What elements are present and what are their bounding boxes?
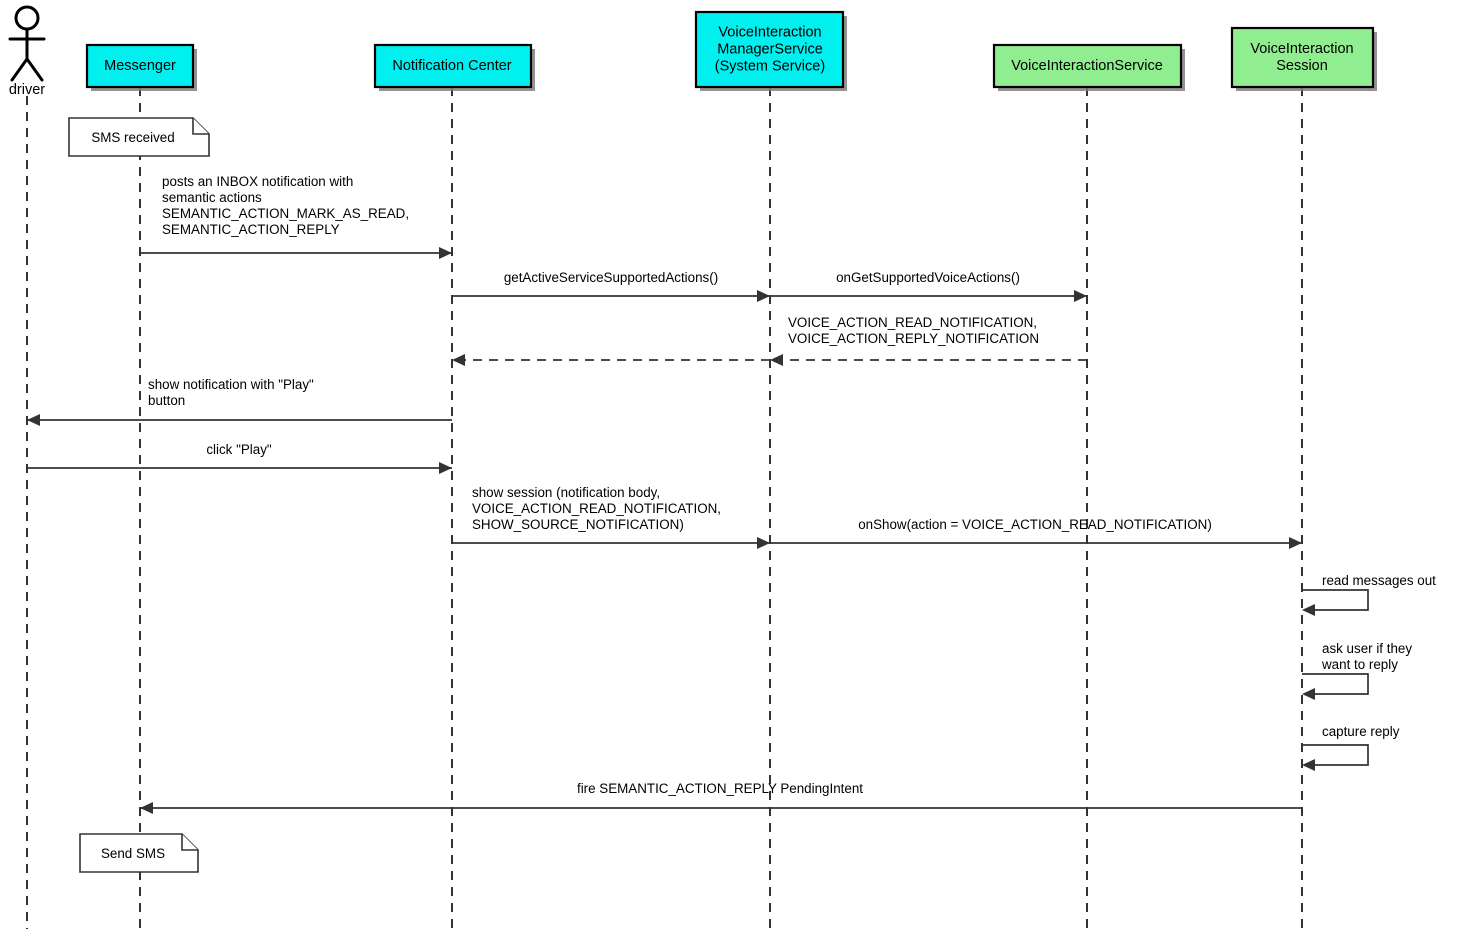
actor-body-icon bbox=[8, 27, 46, 82]
message-label: onGetSupportedVoiceActions() bbox=[836, 270, 1020, 285]
participant-voice-interaction-service[interactable]: VoiceInteractionService bbox=[992, 43, 1185, 91]
note-note-send-sms: Send SMS bbox=[79, 833, 199, 873]
participant-box bbox=[694, 10, 845, 89]
self-message-arrowhead-icon bbox=[1302, 604, 1315, 616]
self-message-line bbox=[1302, 589, 1369, 611]
note-note-sms-received: SMS received bbox=[68, 117, 210, 157]
message-msg-show-notification-with-play-button[interactable]: show notification with "Play"button bbox=[27, 377, 452, 426]
message-label: show session (notification body, bbox=[472, 485, 660, 500]
message-arrowhead-icon bbox=[27, 414, 40, 426]
note-label: Send SMS bbox=[101, 846, 165, 861]
self-message-line bbox=[1302, 673, 1369, 695]
message-msg-on-get-supported-voice-actions[interactable]: onGetSupportedVoiceActions() bbox=[770, 270, 1087, 302]
participant-label: VoiceInteraction bbox=[718, 24, 821, 40]
message-label: posts an INBOX notification with bbox=[162, 174, 353, 189]
participant-label: VoiceInteraction bbox=[1250, 41, 1353, 57]
actor-label: driver bbox=[9, 82, 45, 98]
participant-box bbox=[992, 43, 1183, 89]
message-label: SHOW_SOURCE_NOTIFICATION) bbox=[472, 517, 684, 532]
message-msg-return-voice-actions-to-vims[interactable]: VOICE_ACTION_READ_NOTIFICATION,VOICE_ACT… bbox=[770, 315, 1087, 366]
message-label: button bbox=[148, 393, 185, 408]
message-arrowhead-icon bbox=[757, 537, 770, 549]
note-body bbox=[79, 833, 199, 873]
message-label: VOICE_ACTION_READ_NOTIFICATION, bbox=[472, 501, 721, 516]
message-label: semantic actions bbox=[162, 190, 262, 205]
actor-driver[interactable]: driver bbox=[8, 5, 46, 98]
message-msg-fire-semantic-action-reply-pendingintent[interactable]: fire SEMANTIC_ACTION_REPLY PendingIntent bbox=[140, 781, 1302, 814]
message-msg-on-show[interactable]: onShow(action = VOICE_ACTION_READ_NOTIFI… bbox=[770, 517, 1302, 549]
message-msg-click-play[interactable]: click "Play" bbox=[27, 442, 452, 474]
self-message-label: want to reply bbox=[1321, 657, 1398, 672]
message-arrowhead-icon bbox=[757, 290, 770, 302]
message-arrowhead-icon bbox=[1074, 290, 1087, 302]
participant-box bbox=[85, 43, 195, 89]
self-message-arrowhead-icon bbox=[1302, 759, 1315, 771]
participant-box bbox=[1230, 26, 1375, 89]
message-label: show notification with "Play" bbox=[148, 377, 314, 392]
message-label: VOICE_ACTION_READ_NOTIFICATION, bbox=[788, 315, 1037, 330]
note-fold-corner bbox=[192, 118, 209, 135]
participant-label: Session bbox=[1276, 58, 1328, 74]
message-arrowhead-icon bbox=[140, 802, 153, 814]
actor-head-icon bbox=[14, 5, 40, 31]
message-msg-return-voice-actions-to-notification-center[interactable] bbox=[452, 354, 770, 366]
participant-label: Notification Center bbox=[392, 58, 511, 74]
message-label: VOICE_ACTION_REPLY_NOTIFICATION bbox=[788, 331, 1039, 346]
participant-notification-center[interactable]: Notification Center bbox=[373, 43, 535, 91]
note-label: SMS received bbox=[91, 130, 174, 145]
note-fold-corner bbox=[181, 834, 198, 851]
self-message-self-msg-read-messages-out[interactable]: read messages out bbox=[1302, 573, 1436, 616]
message-arrowhead-icon bbox=[452, 354, 465, 366]
message-msg-get-active-service-supported-actions[interactable]: getActiveServiceSupportedActions() bbox=[452, 270, 770, 302]
message-label: getActiveServiceSupportedActions() bbox=[504, 270, 718, 285]
messages-layer: posts an INBOX notification withsemantic… bbox=[27, 174, 1302, 814]
message-label: click "Play" bbox=[206, 442, 272, 457]
note-body bbox=[68, 117, 210, 157]
message-label: SEMANTIC_ACTION_MARK_AS_READ, bbox=[162, 206, 409, 221]
participant-label: VoiceInteractionService bbox=[1011, 58, 1163, 74]
self-message-label: read messages out bbox=[1322, 573, 1436, 588]
message-arrowhead-icon bbox=[770, 354, 783, 366]
participant-label: Messenger bbox=[104, 58, 176, 74]
participant-messenger[interactable]: Messenger bbox=[85, 43, 197, 91]
message-arrowhead-icon bbox=[1289, 537, 1302, 549]
self-message-label: ask user if they bbox=[1322, 641, 1412, 656]
message-label: onShow(action = VOICE_ACTION_READ_NOTIFI… bbox=[858, 517, 1212, 532]
self-message-arrowhead-icon bbox=[1302, 688, 1315, 700]
message-msg-post-inbox-notification[interactable]: posts an INBOX notification withsemantic… bbox=[140, 174, 452, 259]
message-arrowhead-icon bbox=[439, 462, 452, 474]
message-label: SEMANTIC_ACTION_REPLY bbox=[162, 222, 340, 237]
message-label: fire SEMANTIC_ACTION_REPLY PendingIntent bbox=[577, 781, 863, 796]
participant-label: (System Service) bbox=[715, 58, 825, 74]
participant-box bbox=[373, 43, 533, 89]
participants-layer: Messenger Notification Center VoiceInterac… bbox=[85, 10, 1377, 91]
participant-label: ManagerService bbox=[717, 41, 823, 57]
message-msg-show-session[interactable]: show session (notification body,VOICE_AC… bbox=[452, 485, 770, 549]
self-message-line bbox=[1302, 744, 1369, 766]
self-message-self-msg-capture-reply[interactable]: capture reply bbox=[1302, 724, 1400, 771]
lifelines-layer bbox=[26, 87, 1303, 929]
message-arrowhead-icon bbox=[439, 247, 452, 259]
actors-layer: driver bbox=[8, 5, 46, 98]
self-message-label: capture reply bbox=[1322, 724, 1400, 739]
